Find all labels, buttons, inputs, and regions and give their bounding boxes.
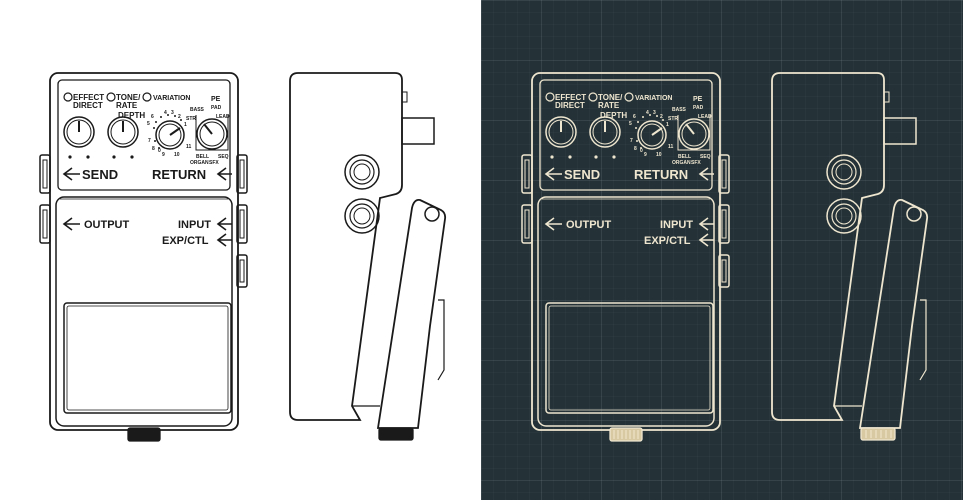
label-rate: RATE [598, 101, 620, 110]
scale-number: 9 [162, 152, 165, 158]
dark-front-view [522, 73, 729, 441]
light-blueprint-panel [0, 0, 481, 500]
scale-number: 0 [158, 148, 161, 154]
scale-number: 2 [660, 114, 663, 120]
label-direct: DIRECT [73, 101, 103, 110]
scale-number: 6 [151, 114, 154, 120]
label-pe: PE [693, 96, 703, 103]
label-variation: VARIATION [153, 95, 190, 102]
label-seq: SEQ [218, 154, 229, 160]
label-send: SEND [82, 167, 118, 182]
scale-number: 4 [646, 110, 649, 116]
label-exp-ctl: EXP/CTL [162, 235, 209, 247]
label-seq: SEQ [700, 154, 711, 160]
label-bass: BASS [672, 107, 687, 113]
scale-number: 11 [186, 144, 192, 150]
light-side-view [290, 73, 446, 440]
scale-number: 9 [644, 152, 647, 158]
scale-number: 5 [147, 121, 150, 127]
scale-number: 0 [640, 148, 643, 154]
scale-number: 1 [184, 122, 187, 128]
scale-number: 4 [164, 110, 167, 116]
label-sfx: SFX [209, 160, 219, 166]
label-sfx: SFX [691, 160, 701, 166]
label-effect: EFFECT [73, 93, 104, 102]
label-input: INPUT [178, 219, 211, 231]
scale-number: 10 [656, 152, 662, 158]
light-front-view [40, 73, 247, 441]
label-organ: ORGAN [190, 160, 209, 166]
label-direct: DIRECT [555, 101, 585, 110]
label-pad: PAD [211, 105, 222, 111]
scale-number: 10 [174, 152, 180, 158]
scale-number: 7 [630, 138, 633, 144]
label-depth: DEPTH [600, 111, 627, 120]
scale-number: 1 [666, 122, 669, 128]
label-output: OUTPUT [566, 219, 612, 231]
scale-number: 6 [633, 114, 636, 120]
label-bell: BELL [678, 154, 691, 160]
label-depth: DEPTH [118, 111, 145, 120]
label-str: STR [668, 116, 678, 122]
label-pe: PE [211, 96, 221, 103]
label-input: INPUT [660, 219, 693, 231]
scale-number: 5 [629, 121, 632, 127]
label-variation: VARIATION [635, 95, 672, 102]
label-rate: RATE [116, 101, 138, 110]
label-organ: ORGAN [672, 160, 691, 166]
label-lead: LEAD [698, 114, 712, 120]
label-exp-ctl: EXP/CTL [644, 235, 691, 247]
scale-number: 3 [171, 110, 174, 116]
label-str: STR [186, 116, 196, 122]
label-return: RETURN [152, 167, 206, 182]
label-pad: PAD [693, 105, 704, 111]
label-lead: LEAD [216, 114, 230, 120]
label-output: OUTPUT [84, 219, 130, 231]
scale-number: 2 [178, 114, 181, 120]
label-tone: TONE/ [116, 93, 141, 102]
scale-number: 11 [668, 144, 674, 150]
dark-blueprint-panel [481, 0, 963, 500]
label-effect: EFFECT [555, 93, 586, 102]
light-panel-labels: EFFECT DIRECT TONE/ RATE DEPTH VARIATION… [73, 93, 230, 247]
scale-number: 7 [148, 138, 151, 144]
scale-number: 8 [152, 146, 155, 152]
label-tone: TONE/ [598, 93, 623, 102]
dark-panel-labels: EFFECT DIRECT TONE/ RATE DEPTH VARIATION… [555, 93, 712, 247]
scale-number: 8 [634, 146, 637, 152]
label-bell: BELL [196, 154, 209, 160]
label-return: RETURN [634, 167, 688, 182]
scale-number: 3 [653, 110, 656, 116]
label-send: SEND [564, 167, 600, 182]
dark-side-view [772, 73, 928, 440]
label-bass: BASS [190, 107, 205, 113]
